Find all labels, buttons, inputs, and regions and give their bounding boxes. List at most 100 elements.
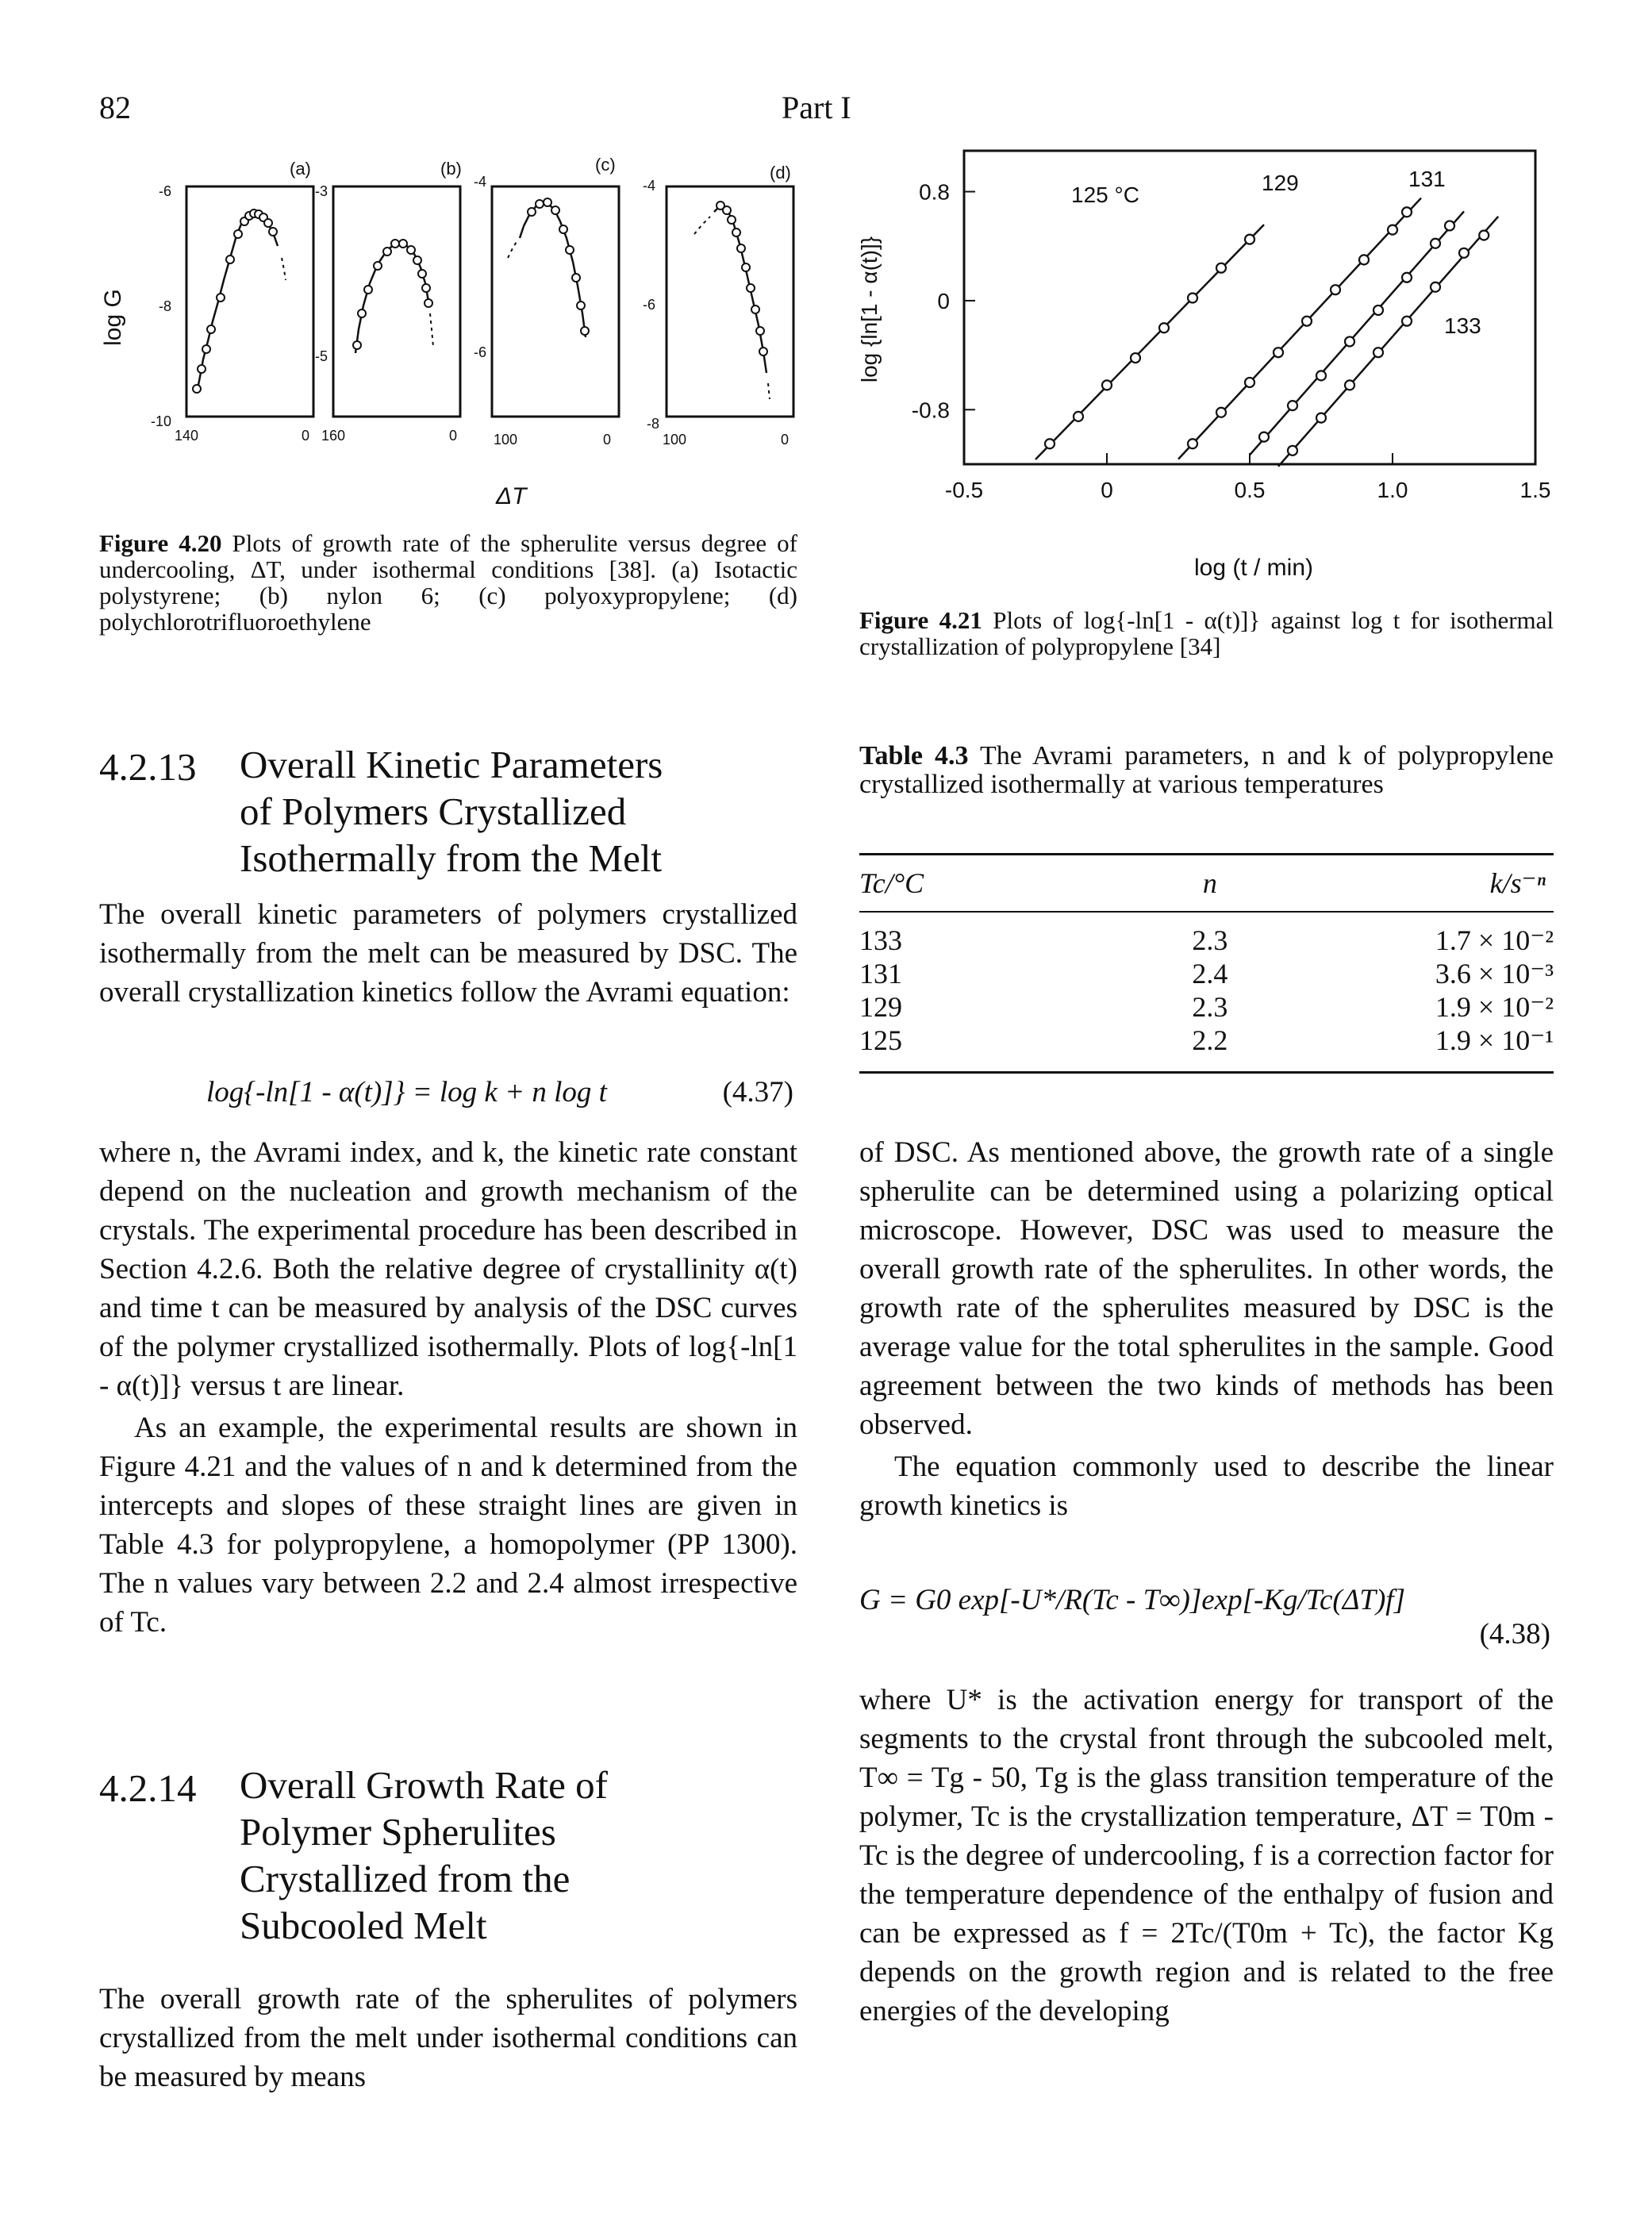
right-column-text-2: where U* is the activation energy for tr… (859, 1681, 1554, 2034)
data-point (1400, 206, 1413, 218)
caption-label: Figure 4.20 (99, 529, 222, 557)
data-point (1215, 262, 1227, 274)
section-4-2-14-number: 4.2.14 (99, 1766, 197, 1810)
panel-b-ytick: -3 (315, 183, 328, 199)
series-annotation: 125 °C (1071, 183, 1139, 207)
series-annotation: 131 (1408, 167, 1446, 191)
equation-text: G = G0 exp[-U*/R(Tc - T∞)]exp[-Kg/Tc(ΔT)… (859, 1584, 1405, 1616)
section-4-2-14-title: Overall Growth Rate of Polymer Spherulit… (240, 1762, 811, 1949)
data-point (1243, 376, 1256, 389)
x-tick-label: -0.5 (945, 478, 983, 502)
data-point (1286, 400, 1299, 412)
table-cell: 131 (859, 958, 902, 989)
paragraph: The equation commonly used to describe t… (859, 1451, 1554, 1522)
panel-c-ytick: -6 (474, 344, 486, 360)
title-line: Overall Kinetic Parameters (240, 743, 663, 786)
table-cell: 1.7 × 10⁻² (1435, 924, 1554, 956)
running-title: Part I (782, 90, 851, 125)
panel-a-xtick: 140 (175, 428, 198, 444)
left-column-text-1: The overall kinetic parameters of polyme… (99, 895, 797, 1015)
data-point (1343, 379, 1356, 391)
data-point (1186, 292, 1199, 304)
data-point (1158, 322, 1170, 334)
table-cell: 1.9 × 10⁻² (1435, 991, 1554, 1023)
table-rows: 133 2.3 1.7 × 10⁻² 131 2.4 3.6 × 10⁻³ 12… (859, 924, 1554, 1057)
panel-d-ytick: -6 (643, 297, 655, 313)
panel-c-xtick: 100 (494, 432, 517, 448)
panel-d-ytick: -4 (643, 178, 655, 194)
panel-a-ytick: -8 (159, 298, 171, 314)
panel-label-b: (b) (440, 159, 462, 179)
table-4-3: Tc/°C n k/s⁻ⁿ 133 2.3 1.7 × 10⁻² 131 2.4… (859, 853, 1554, 1074)
panel-label-c: (c) (595, 155, 616, 175)
data-point (1043, 438, 1056, 450)
data-point (1458, 247, 1470, 259)
table-cell: 2.3 (1192, 924, 1228, 956)
table-body: Tc/°C n k/s⁻ⁿ (859, 866, 1554, 900)
header-cell: n (1202, 867, 1217, 899)
panel-label-a: (a) (290, 159, 311, 179)
table-cell: 1.9 × 10⁻¹ (1435, 1024, 1554, 1056)
data-point (1186, 438, 1199, 450)
data-point (1429, 281, 1442, 293)
paragraph: of DSC. As mentioned above, the growth r… (859, 1136, 1554, 1441)
data-point (1329, 284, 1342, 296)
equation-4-37: log{-ln[1 - α(t)]} = log k + n log t (4.… (99, 1075, 797, 1115)
data-point (1386, 224, 1399, 236)
fig420-panel-a: (a) -6 -8 -10 140 0 (151, 159, 315, 444)
panel-b-ytick: -5 (315, 348, 328, 364)
y-tick-label: 0 (937, 289, 950, 313)
table-cell: 2.3 (1192, 991, 1228, 1023)
paragraph: where n, the Avrami index, and k, the ki… (99, 1136, 797, 1402)
data-point (1358, 254, 1370, 266)
table-row: 129 2.3 1.9 × 10⁻² (859, 990, 1554, 1024)
panel-d-ytick: -8 (647, 416, 659, 432)
fig420-panel-b: (b) -3 -5 160 0 (315, 159, 462, 444)
title-line: Isothermally from the Melt (240, 836, 663, 880)
data-point (1343, 336, 1356, 348)
series-line (1178, 197, 1422, 460)
header-cell: Tc/°C (859, 867, 924, 899)
figure-4-20: log G (a) -6 -8 -10 140 0 (b) -3 -5 160 … (100, 155, 795, 509)
data-point (1243, 233, 1256, 245)
series-line (1035, 224, 1265, 460)
paragraph: where U* is the activation energy for tr… (859, 1684, 1554, 2027)
fig420-ylabel: log G (100, 289, 126, 346)
title-line: Subcooled Melt (240, 1904, 487, 1947)
table-cell: 129 (859, 991, 902, 1023)
table-cell: 3.6 × 10⁻³ (1435, 958, 1554, 989)
series-annotation: 129 (1262, 171, 1299, 195)
table-cell: 2.4 (1192, 958, 1228, 989)
table-header-row: Tc/°C n k/s⁻ⁿ (859, 866, 1554, 900)
equation-4-38: G = G0 exp[-U*/R(Tc - T∞)]exp[-Kg/Tc(ΔT)… (859, 1583, 1554, 1662)
table-cell: 133 (859, 924, 902, 956)
series-line (1277, 215, 1500, 467)
title-line: Overall Growth Rate of (240, 1763, 608, 1807)
panel-d-xtick: 0 (781, 432, 789, 448)
equation-number: (4.37) (722, 1076, 793, 1109)
chart-ylabel: log {ln[1 - α(t)]} (857, 236, 882, 382)
panel-d-xtick: 100 (663, 432, 686, 448)
page-number: 82 (99, 90, 131, 125)
data-point (1315, 370, 1327, 382)
data-point (1429, 237, 1442, 249)
x-tick-label: 0 (1101, 478, 1113, 502)
data-point (1286, 444, 1299, 456)
fig420-xlabel: ΔT (495, 483, 528, 509)
table-4-3-caption: Table 4.3 The Avrami parameters, n and k… (859, 742, 1554, 799)
data-point (1400, 315, 1413, 327)
data-point (1315, 412, 1327, 424)
x-tick-label: 1.0 (1377, 478, 1408, 502)
right-column-text-1: of DSC. As mentioned above, the growth r… (859, 1133, 1554, 1528)
table-bottom-rule (859, 1071, 1554, 1074)
equation-text: log{-ln[1 - α(t)]} = log k + n log t (206, 1076, 607, 1109)
paragraph: As an example, the experimental results … (99, 1412, 797, 1639)
fig420-panel-d: (d) -4 -6 -8 100 0 (643, 163, 795, 448)
panel-b-xtick: 0 (449, 428, 457, 444)
caption-text: Plots of growth rate of the spherulite v… (99, 529, 797, 636)
panel-label-d: (d) (770, 163, 791, 183)
left-column-text-3: The overall growth rate of the spherulit… (99, 1980, 797, 2100)
table-caption-text: The Avrami parameters, n and k of polypr… (859, 741, 1554, 799)
panel-a-ytick: -6 (159, 183, 171, 199)
